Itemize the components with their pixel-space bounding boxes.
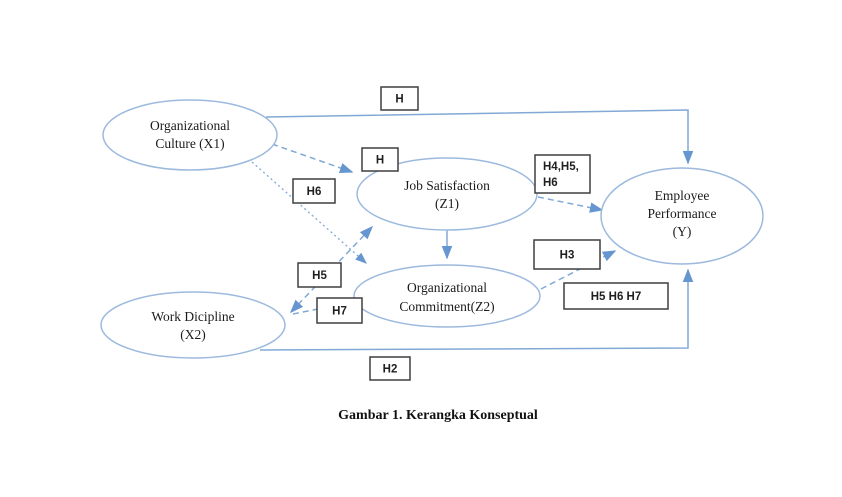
h2-label: H2 [383, 364, 398, 376]
work-discipline-label-line1: Work Dicipline [151, 309, 234, 324]
arrow-commitment-to-performance [540, 250, 617, 290]
arrow-orgculture-to-performance [265, 109, 694, 165]
figure-caption: Gambar 1. Kerangka Konseptual [338, 408, 538, 423]
h7-label: H7 [332, 306, 347, 318]
job-satisfaction-label-line2: (Z1) [435, 196, 459, 211]
arrow-jobsatisfaction-to-performance [537, 196, 604, 213]
node-job-satisfaction: Job Satisfaction (Z1) [356, 157, 538, 231]
work-discipline-label-line2: (X2) [180, 327, 206, 342]
node-employee-performance: Employee Performance (Y) [600, 167, 764, 265]
org-culture-label-line1: Organizational [150, 118, 230, 133]
org-commitment-label-line1: Organizational [407, 280, 487, 295]
h5-label: H5 [312, 270, 327, 282]
arrow-orgculture-to-jobsatisfaction [271, 143, 354, 173]
label-box-h-top: H [380, 86, 419, 111]
h5h6h7-label: H5 H6 H7 [591, 291, 642, 303]
label-box-h2: H2 [369, 356, 411, 381]
label-box-h4h5h6: H4,H5, H6 [534, 154, 591, 194]
arrow-orgculture-to-commitment [251, 161, 367, 264]
node-work-discipline: Work Dicipline (X2) [100, 291, 286, 359]
h3-label: H3 [560, 250, 575, 262]
org-culture-label-line2: Culture (X1) [155, 136, 224, 151]
node-organizational-commitment: Organizational Commitment(Z2) [353, 264, 541, 328]
arrow-workdiscipline-to-performance [259, 268, 694, 351]
label-box-h5h6h7: H5 H6 H7 [563, 282, 669, 310]
employee-performance-label-line1: Employee [655, 188, 710, 203]
org-commitment-label-line2: Commitment(Z2) [399, 299, 494, 314]
label-box-h5: H5 [297, 262, 342, 288]
label-box-h-mid: H [361, 147, 399, 172]
h-mid-label: H [376, 155, 384, 167]
h4h5h6-label-line2: H6 [543, 177, 558, 189]
h-top-label: H [395, 94, 403, 106]
label-box-h3: H3 [533, 239, 601, 270]
h4h5h6-label-line1: H4,H5, [543, 161, 579, 173]
node-organizational-culture: Organizational Culture (X1) [102, 99, 278, 171]
employee-performance-label-line3: (Y) [673, 224, 692, 239]
job-satisfaction-label-line1: Job Satisfaction [404, 178, 490, 193]
label-box-h7: H7 [316, 297, 363, 324]
label-box-h6: H6 [292, 178, 336, 204]
employee-performance-label-line2: Performance [648, 206, 717, 221]
h6-label: H6 [307, 186, 322, 198]
